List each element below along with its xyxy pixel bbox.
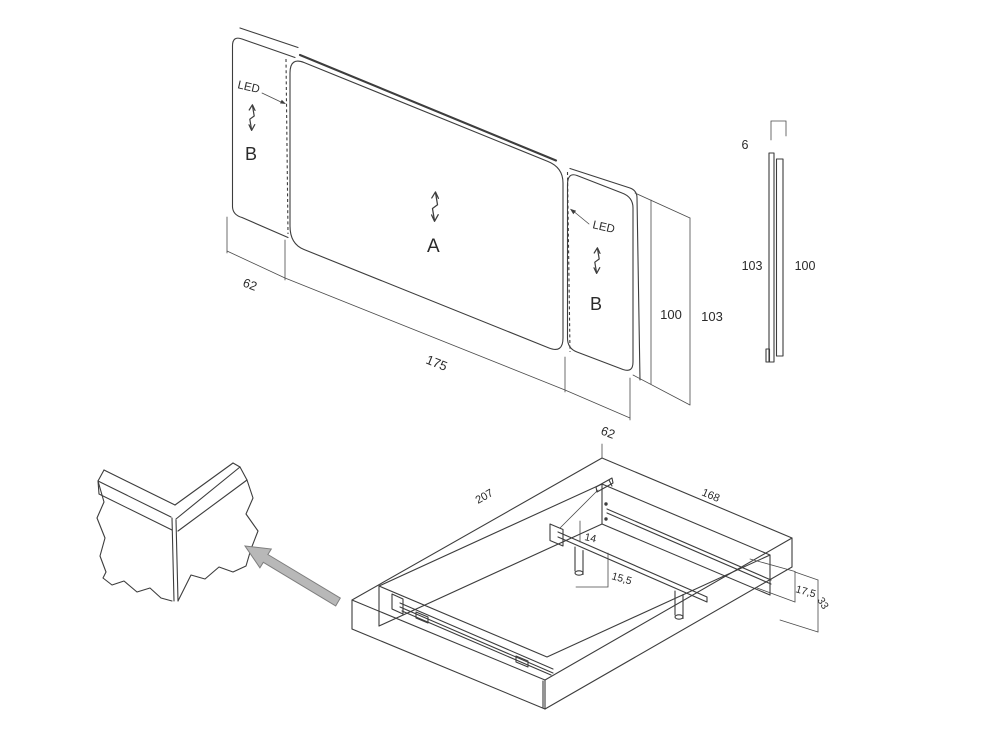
extension-line bbox=[632, 374, 691, 406]
rail-hook-clip bbox=[595, 477, 614, 493]
dim-103-headboard: 103 bbox=[701, 309, 723, 324]
panel-a bbox=[289, 60, 564, 350]
led-leader-left bbox=[261, 92, 283, 103]
dim-17-5-side: 17,5 bbox=[794, 583, 817, 600]
led-leader-arrowhead-left bbox=[280, 99, 286, 104]
extension-line bbox=[749, 558, 796, 572]
frame-outer-rim bbox=[351, 457, 793, 681]
wall-bottom-front-left bbox=[351, 628, 546, 710]
led-leader-arrowhead-right bbox=[570, 208, 577, 215]
dim-14-rail: 14 bbox=[583, 531, 597, 545]
slat-ledge-right bbox=[606, 508, 772, 585]
profile-view: 6 103 100 bbox=[742, 120, 816, 363]
corner-detail-piece bbox=[96, 462, 259, 602]
led-label-left: LED bbox=[236, 79, 261, 96]
slat-rail-bracket bbox=[391, 593, 404, 615]
back-panel-edge-left bbox=[239, 27, 299, 49]
led-callout-right: LED bbox=[570, 208, 616, 236]
led-strip-dashed-left bbox=[285, 58, 289, 235]
detail-callout-arrow bbox=[243, 545, 341, 607]
dim-103-profile: 103 bbox=[742, 259, 763, 273]
rail-hanger-line bbox=[559, 489, 599, 529]
panel-b-left-label: B bbox=[245, 144, 257, 164]
rail-tab bbox=[515, 655, 529, 668]
extension-line bbox=[794, 571, 819, 581]
panel-b-left bbox=[231, 37, 296, 239]
dim-6-thickness: 6 bbox=[742, 138, 749, 152]
dim-175: 175 bbox=[424, 352, 450, 374]
dim-168-width: 168 bbox=[700, 487, 722, 505]
dimension-line bbox=[226, 250, 631, 419]
extension-line bbox=[756, 587, 796, 603]
inner-wall-bottom-back-left bbox=[378, 523, 603, 627]
led-strip-dashed-right bbox=[566, 171, 571, 353]
back-panel-edge-right bbox=[569, 167, 641, 381]
headboard-view: LED LED B A B 62 175 62 bbox=[226, 27, 723, 442]
extension-line bbox=[779, 619, 819, 633]
support-leg bbox=[574, 546, 584, 576]
wall-bottom-front-right bbox=[544, 566, 793, 710]
dimension-line bbox=[575, 552, 609, 588]
slat-rail-left bbox=[391, 593, 554, 676]
headboard-width-dimensions: 62 175 62 bbox=[226, 216, 631, 442]
rail-tab bbox=[415, 611, 429, 624]
dim-62-left: 62 bbox=[241, 276, 259, 294]
torn-edge-right bbox=[177, 479, 259, 602]
center-support-rail bbox=[549, 477, 708, 620]
screw-hole bbox=[604, 502, 608, 506]
frame-inner-rim bbox=[378, 483, 771, 658]
frame-walls bbox=[351, 443, 793, 710]
updown-arrow-icon bbox=[248, 104, 256, 131]
inner-wall-edges bbox=[378, 483, 771, 627]
led-label-right: LED bbox=[591, 219, 616, 236]
frame-dimensions: 207 168 14 15,5 17,5 33 bbox=[474, 487, 831, 633]
profile-wall-cleat bbox=[765, 348, 771, 363]
rail-bracket bbox=[549, 523, 564, 547]
thickness-bracket bbox=[770, 120, 787, 141]
corner-detail-view bbox=[96, 462, 341, 607]
corner-edge-front bbox=[542, 679, 546, 710]
updown-arrow-icon bbox=[430, 191, 440, 222]
back-panel-edge-top bbox=[298, 53, 558, 162]
dim-100-headboard: 100 bbox=[660, 307, 682, 322]
bed-frame-view: 207 168 14 15,5 17,5 33 bbox=[351, 443, 831, 710]
led-callout-left: LED bbox=[236, 79, 286, 104]
torn-edge-left bbox=[96, 480, 173, 602]
panel-a-label: A bbox=[427, 236, 440, 257]
screw-hole bbox=[604, 517, 608, 521]
dim-33-total: 33 bbox=[814, 595, 830, 611]
extension-line bbox=[634, 192, 691, 219]
corner-joint-edge bbox=[171, 517, 179, 602]
headboard-height-dimensions: 100 103 bbox=[632, 192, 723, 406]
inner-wall-bottom-back-right bbox=[601, 523, 771, 596]
panel-b-right-label: B bbox=[590, 294, 602, 314]
profile-back-panel bbox=[768, 152, 775, 363]
updown-arrow-icon bbox=[593, 247, 601, 274]
dim-100-profile: 100 bbox=[795, 259, 816, 273]
dim-207-length: 207 bbox=[474, 487, 496, 506]
dim-15-5-leg: 15,5 bbox=[610, 570, 633, 587]
dim-62-right: 62 bbox=[599, 424, 617, 442]
support-leg bbox=[674, 590, 684, 620]
profile-front-panel bbox=[775, 158, 784, 357]
panel-b-right bbox=[566, 171, 634, 371]
